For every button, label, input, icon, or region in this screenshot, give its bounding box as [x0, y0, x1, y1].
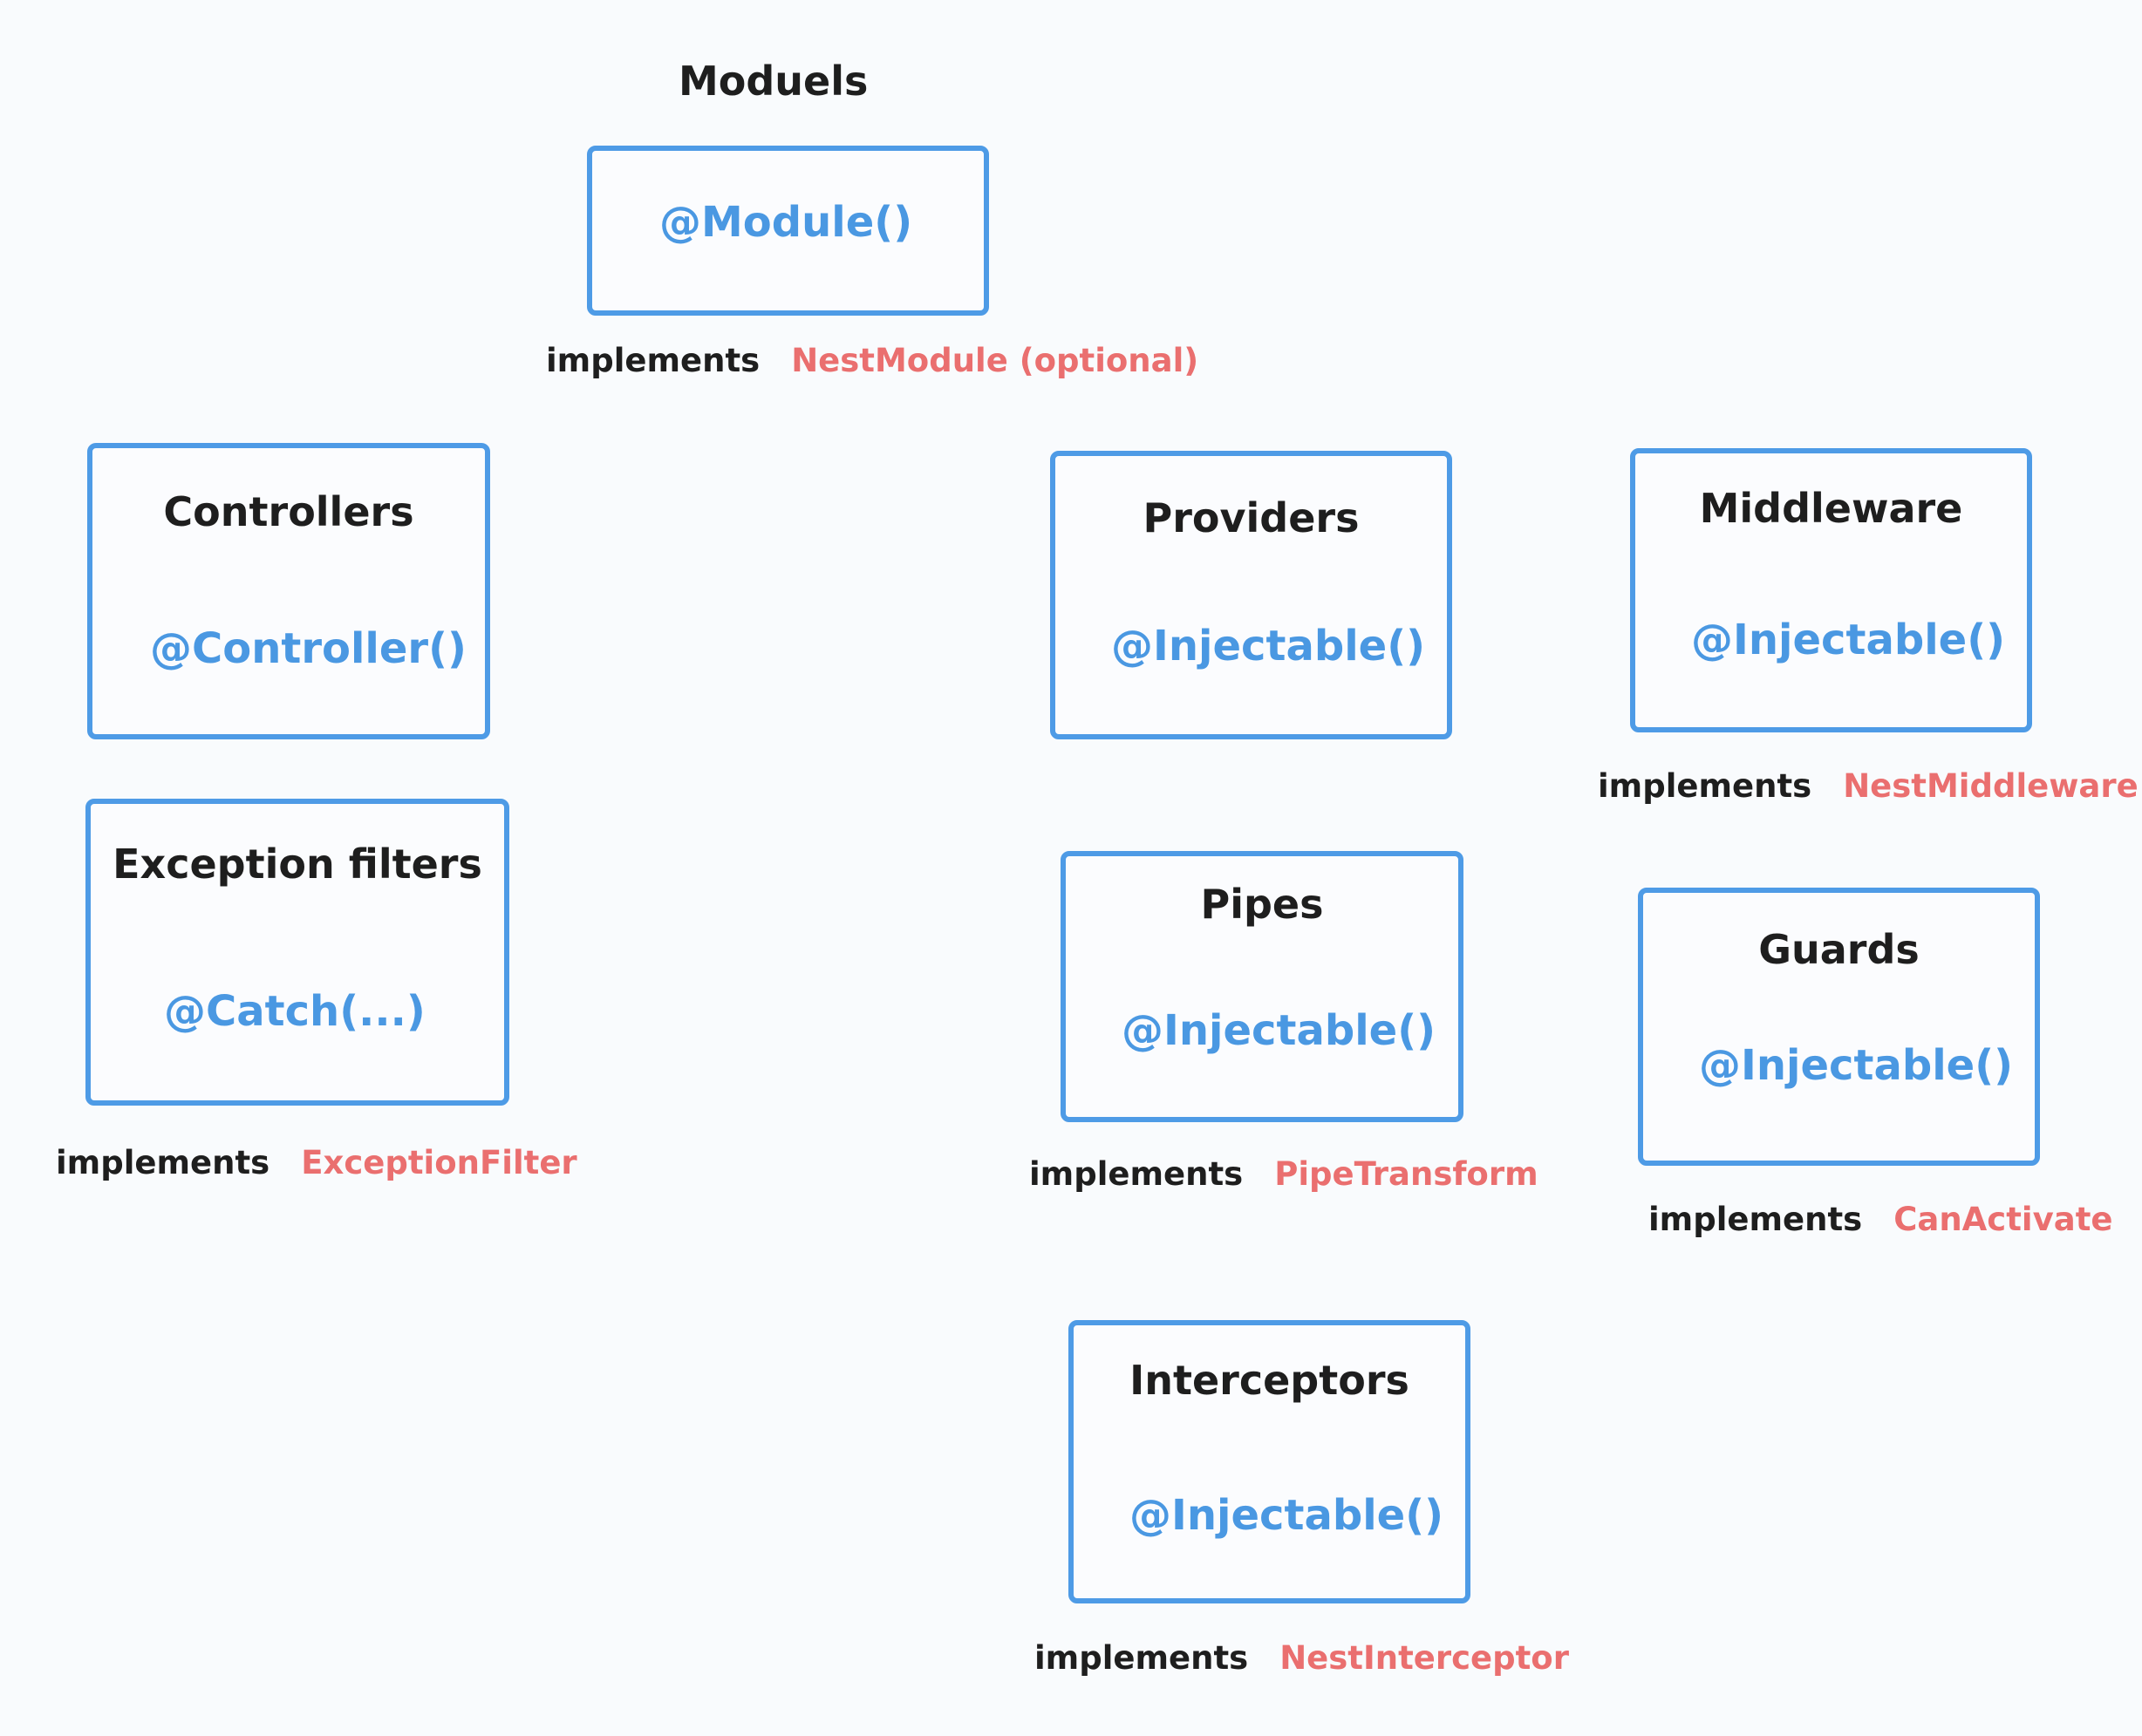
- middleware-interface: NestMiddleware: [1843, 767, 2139, 805]
- modules-box[interactable]: @Module(): [587, 146, 989, 316]
- middleware-implements-keyword: implements: [1598, 767, 1812, 805]
- interceptors-implements-label: implements NestInterceptor: [1034, 1639, 1569, 1677]
- controllers-box[interactable]: Controllers @Controller(): [87, 443, 490, 739]
- pipes-decorator: @Injectable(): [1122, 1006, 1436, 1055]
- modules-heading: Moduels: [679, 58, 869, 105]
- exception-filters-box[interactable]: Exception filters @Catch(...): [85, 799, 509, 1106]
- interceptors-interface: NestInterceptor: [1279, 1639, 1569, 1677]
- controllers-title: Controllers: [163, 488, 414, 535]
- exception-filters-implements-keyword: implements: [56, 1144, 270, 1181]
- guards-implements-label: implements CanActivate: [1648, 1201, 2112, 1238]
- modules-implements-label: implements NestModule (optional): [546, 342, 1198, 379]
- modules-implements-keyword: implements: [546, 342, 761, 379]
- pipes-interface: PipeTransform: [1274, 1155, 1538, 1193]
- exception-filters-title: Exception filters: [113, 841, 482, 888]
- guards-interface: CanActivate: [1893, 1201, 2113, 1238]
- interceptors-decorator: @Injectable(): [1129, 1491, 1444, 1540]
- middleware-title: Middleware: [1699, 485, 1963, 532]
- middleware-box[interactable]: Middleware @Injectable(): [1630, 448, 2032, 732]
- pipes-implements-label: implements PipeTransform: [1029, 1155, 1538, 1193]
- guards-implements-keyword: implements: [1648, 1201, 1863, 1238]
- pipes-implements-keyword: implements: [1029, 1155, 1244, 1193]
- pipes-box[interactable]: Pipes @Injectable(): [1061, 851, 1463, 1122]
- providers-box[interactable]: Providers @Injectable(): [1050, 451, 1452, 739]
- modules-decorator: @Module(): [659, 198, 913, 247]
- exception-filters-interface: ExceptionFilter: [301, 1144, 577, 1181]
- middleware-decorator: @Injectable(): [1691, 616, 2006, 664]
- exception-filters-decorator: @Catch(...): [164, 987, 426, 1036]
- providers-decorator: @Injectable(): [1111, 622, 1426, 671]
- controllers-decorator: @Controller(): [150, 624, 467, 673]
- guards-box[interactable]: Guards @Injectable(): [1638, 888, 2040, 1166]
- interceptors-title: Interceptors: [1129, 1357, 1409, 1404]
- interceptors-box[interactable]: Interceptors @Injectable(): [1068, 1320, 1470, 1603]
- exception-filters-implements-label: implements ExceptionFilter: [56, 1144, 577, 1181]
- guards-title: Guards: [1758, 926, 1920, 973]
- providers-title: Providers: [1143, 494, 1360, 541]
- interceptors-implements-keyword: implements: [1034, 1639, 1249, 1677]
- modules-interface: NestModule (optional): [791, 342, 1199, 379]
- pipes-title: Pipes: [1200, 881, 1324, 928]
- middleware-implements-label: implements NestMiddleware: [1598, 767, 2139, 805]
- guards-decorator: @Injectable(): [1699, 1041, 2014, 1090]
